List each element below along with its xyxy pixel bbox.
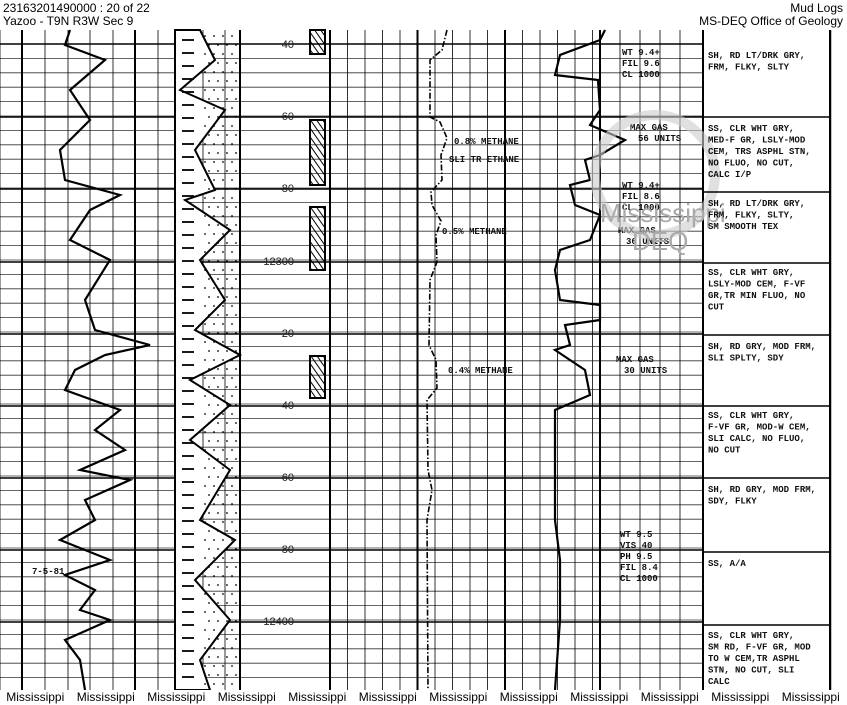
mud-data-line: CL 1000 (620, 574, 658, 584)
gas-curve (426, 29, 448, 690)
sample-intervals (309, 29, 326, 399)
description-line: CEM, TRS ASPHL STN, (708, 147, 811, 157)
footer-watermark-text: Mississippi (781, 690, 840, 704)
gas-note: SLI TR ETHANE (449, 155, 520, 165)
drill-rate-curve (552, 29, 628, 690)
description-line: NO FLUO, NO CUT, (708, 159, 794, 169)
footer-watermark-text: Mississippi (499, 690, 558, 704)
depth-label: 40 (282, 400, 294, 412)
description-line: CALC I/P (708, 170, 752, 180)
gas-note: 0.5% METHANE (442, 227, 507, 237)
description-line: SS, CLR WHT GRY, (708, 268, 794, 278)
mud-data-line: MAX GAS (630, 123, 668, 133)
description-line: GR,TR MIN FLUO, NO (708, 291, 806, 301)
mud-data-line: 36 UNITS (626, 237, 670, 247)
footer-watermark-text: Mississippi (6, 690, 65, 704)
description-line: F-VF GR, MOD-W CEM, (708, 423, 811, 433)
watermark-text: Mississippi (600, 198, 726, 228)
mud-data-line: MAX GAS (616, 355, 654, 365)
mud-data-line: WT 9.5 (620, 530, 652, 540)
footer-watermark-text: Mississippi (711, 690, 770, 704)
footer-watermark-text: Mississippi (570, 690, 629, 704)
description-line: SM RD, F-VF GR, MOD (708, 643, 811, 653)
description-line: STN, NO CUT, SLI (708, 666, 794, 676)
gas-note: 0.8% METHANE (454, 137, 519, 147)
mud-data-line: 30 UNITS (624, 366, 668, 376)
description-line: NO CUT (708, 446, 741, 456)
description-line: LSLY-MOD CEM, F-VF (708, 280, 805, 290)
watermark-seal (590, 110, 720, 240)
description-line: SH, RD GRY, MOD FRM, (708, 485, 816, 495)
sandstone-pattern (182, 35, 237, 685)
agency-name: MS-DEQ Office of Geology (699, 14, 843, 28)
description-line: SH, RD GRY, MOD FRM, (708, 342, 816, 352)
description-line: FRM, FLKY, SLTY (708, 63, 790, 73)
depth-label: 12400 (263, 616, 294, 628)
description-line: FRM, FLKY, SLTY, (708, 211, 794, 221)
footer-watermark: Mississippi Mississippi Mississippi Mississ… (0, 690, 847, 704)
footer-watermark-text: Mississippi (288, 690, 347, 704)
depth-label: 60 (282, 111, 294, 123)
gas-note: 0.4% METHANE (448, 366, 513, 376)
footer-watermark-text: Mississippi (429, 690, 488, 704)
lithology-column (174, 29, 243, 690)
description-line: SS, CLR WHT GRY, (708, 124, 794, 134)
footer-watermark-text: Mississippi (358, 690, 417, 704)
depth-scale: 40 60 80 12300 20 40 60 80 12400 (263, 39, 294, 628)
description-line: SDY, FLKY (708, 497, 757, 507)
mud-data-line: 56 UNITS (638, 134, 682, 144)
depth-label: 80 (282, 544, 294, 556)
document-type: Mud Logs (790, 1, 843, 15)
mud-log-scan: 7-5-81 40 60 80 12300 20 40 60 80 12400 … (0, 29, 832, 690)
well-id: 23163201490000 : 20 of 22 (3, 1, 150, 15)
description-line: MED-F GR, LSLY-MOD (708, 136, 806, 146)
footer-watermark-text: Mississippi (217, 690, 276, 704)
description-line: CUT (708, 303, 725, 313)
log-grid (0, 30, 832, 690)
mud-data-line: FIL 8.6 (622, 192, 660, 202)
sp-curve (57, 29, 151, 690)
mud-data-line: WT 9.4+ (622, 181, 660, 191)
description-line: SS, CLR WHT GRY, (708, 631, 794, 641)
description-line: SM SMOOTH TEX (708, 222, 779, 232)
mud-data-line: CL 1000 (622, 203, 660, 213)
mud-data-line: WT 9.4+ (622, 48, 660, 58)
description-line: SH, RD LT/DRK GRY, (708, 51, 805, 61)
well-location: Yazoo - T9N R3W Sec 9 (3, 14, 134, 28)
footer-watermark-text: Mississippi (640, 690, 699, 704)
footer-watermark-text: Mississippi (147, 690, 206, 704)
depth-label: 40 (282, 39, 294, 51)
depth-label: 20 (282, 328, 294, 340)
description-line: SS, A/A (708, 559, 746, 569)
date-note: 7-5-81 (32, 567, 65, 577)
description-line: SH, RD LT/DRK GRY, (708, 199, 805, 209)
description-line: CALC (708, 677, 730, 687)
description-line: TO W CEM,TR ASPHL (708, 654, 800, 664)
description-line: SS, CLR WHT GRY, (708, 411, 794, 421)
mud-data-line: PH 9.5 (620, 552, 652, 562)
watermark-text: DEQ (632, 226, 688, 256)
description-line: SLI SPLTY, SDY (708, 354, 784, 364)
mud-data-line: FIL 9.6 (622, 59, 660, 69)
description-line: SLI CALC, NO FLUO, (708, 434, 805, 444)
mud-data-line: CL 1000 (622, 70, 660, 80)
lithology-descriptions: SH, RD LT/DRK GRY, FRM, FLKY, SLTY SS, CLR… (703, 51, 830, 687)
depth-label: 60 (282, 472, 294, 484)
mud-data-line: FIL 8.4 (620, 563, 658, 573)
depth-label: 12300 (263, 256, 294, 268)
mud-data-line: VIS 40 (620, 541, 652, 551)
footer-watermark-text: Mississippi (76, 690, 135, 704)
depth-label: 80 (282, 183, 294, 195)
